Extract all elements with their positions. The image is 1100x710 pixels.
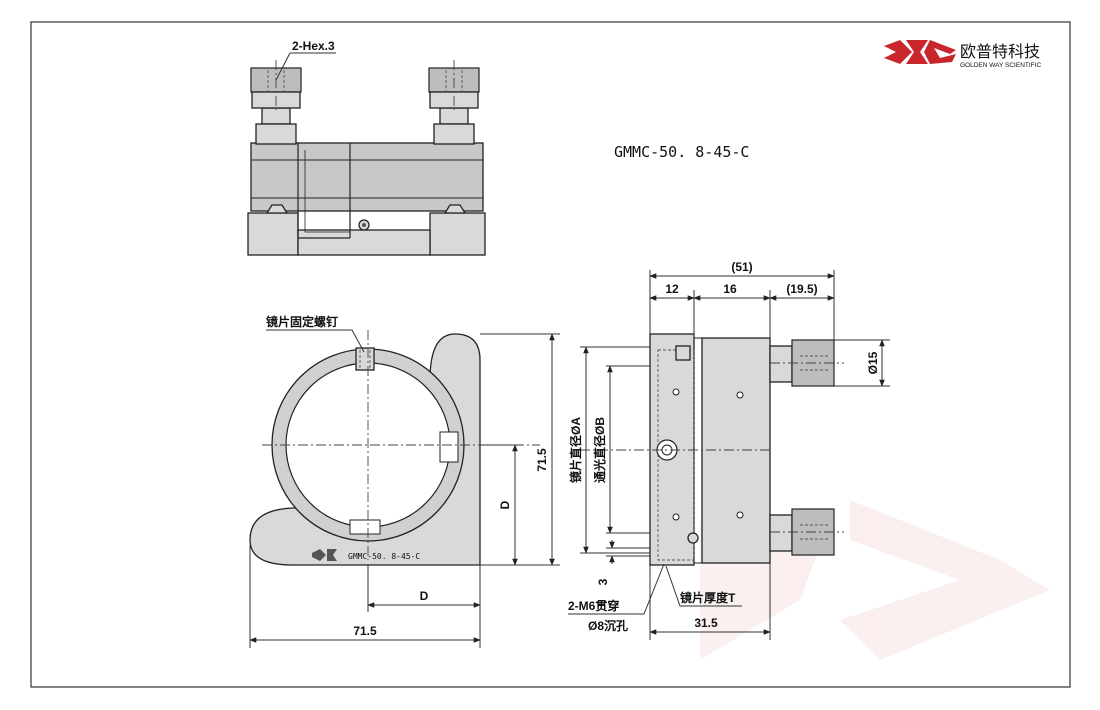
mirror-thickness-label: 镜片厚度T bbox=[680, 590, 736, 605]
dim-19-5: (19.5) bbox=[786, 282, 817, 296]
company-logo: 欧普特科技 GOLDEN WAY SCIENTIFIC bbox=[884, 40, 1041, 69]
mirror-diameter-label: 镜片直径ØA bbox=[568, 417, 583, 483]
logo-en-name: GOLDEN WAY SCIENTIFIC bbox=[960, 62, 1041, 69]
clear-aperture-label: 通光直径ØB bbox=[592, 417, 607, 483]
side-view: (51) 12 16 (19.5) Ø15 镜片直径ØA 通光直径ØB 3 2-… bbox=[568, 260, 890, 640]
dim-12: 12 bbox=[665, 282, 679, 296]
dim-16: 16 bbox=[723, 282, 737, 296]
side-rear-plate bbox=[701, 337, 771, 564]
logo-cn-name: 欧普特科技 bbox=[960, 43, 1040, 61]
side-knob-lower bbox=[769, 508, 844, 556]
top-adjuster-left bbox=[250, 60, 302, 145]
model-number: GMMC-50. 8-45-C bbox=[614, 143, 749, 161]
side-knob-upper bbox=[769, 339, 844, 387]
drawing-frame bbox=[30, 21, 1071, 688]
logo-mark-icon bbox=[884, 40, 956, 64]
engraving-logo-icon bbox=[312, 549, 337, 561]
top-adjuster-right bbox=[428, 60, 480, 145]
counterbore-label: Ø8沉孔 bbox=[588, 618, 628, 633]
height-dimension: 71.5 bbox=[535, 448, 549, 472]
knob-diameter-dimension: Ø15 bbox=[866, 351, 880, 374]
d-vertical-dimension: D bbox=[498, 500, 512, 509]
overall-side-dimension: (51) bbox=[731, 260, 752, 274]
mirror-screw-label: 镜片固定螺钉 bbox=[266, 314, 338, 329]
front-view: 镜片固定螺钉 GMMC-50. 8-45-C 71.5 D D 71.5 bbox=[249, 314, 560, 648]
depth-dimension: 31.5 bbox=[694, 616, 718, 630]
width-dimension: 71.5 bbox=[353, 624, 377, 638]
d-horizontal-dimension: D bbox=[420, 589, 429, 603]
dim-3: 3 bbox=[596, 578, 610, 585]
m6-through-label: 2-M6贯穿 bbox=[568, 598, 619, 613]
engraving-text: GMMC-50. 8-45-C bbox=[348, 552, 420, 561]
hex-label: 2-Hex.3 bbox=[292, 39, 335, 53]
top-view: 2-Hex.3 bbox=[247, 39, 486, 256]
